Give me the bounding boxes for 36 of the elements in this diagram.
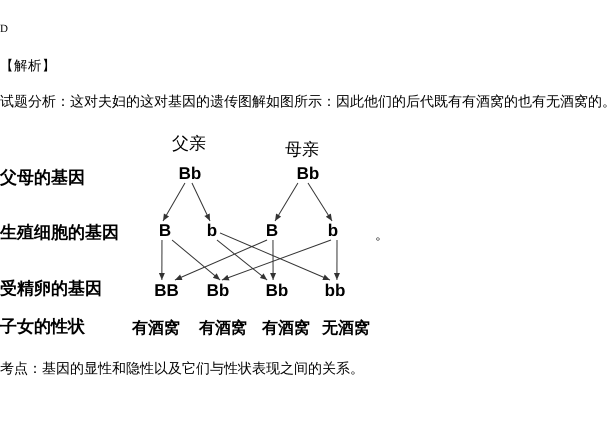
key-point-text: 考点：基因的显性和隐性以及它们与性状表现之间的关系。: [0, 362, 364, 376]
analysis-text: 试题分析：这对夫妇的这对基因的遗传图解如图所示：因此他们的后代既有有酒窝的也有无酒窝的。: [0, 96, 616, 110]
row-label: 子女的性状: [0, 319, 85, 336]
arrow: [191, 182, 210, 222]
phenotype-label: 有酒窝: [262, 320, 310, 336]
gamete-label: B: [264, 221, 280, 240]
gamete-label: b: [204, 221, 220, 240]
genotype-label: Bb: [294, 164, 322, 183]
genotype-label: Bb: [205, 280, 231, 300]
row-label: 父母的基因: [0, 170, 85, 187]
gamete-label: B: [157, 221, 173, 240]
answer-letter: D: [0, 24, 8, 35]
arrow: [270, 240, 276, 280]
arrow: [172, 240, 221, 280]
parent-label: 母亲: [285, 142, 319, 159]
arrow: [158, 240, 165, 280]
parent-label: 父亲: [172, 136, 206, 153]
arrow: [220, 232, 330, 280]
row-label: 受精卵的基因: [0, 281, 102, 298]
genotype-label: BB: [152, 280, 181, 300]
genotype-label: bb: [323, 280, 347, 300]
section-heading: 【解析】: [0, 60, 56, 74]
arrow: [221, 240, 332, 280]
arrow: [174, 240, 268, 280]
period-mark: 。: [375, 228, 389, 242]
arrow: [216, 240, 268, 280]
arrow: [162, 182, 186, 222]
phenotype-label: 有酒窝: [132, 320, 180, 336]
phenotype-label: 有酒窝: [199, 320, 247, 336]
phenotype-label: 无酒窝: [322, 320, 370, 336]
genotype-label: Bb: [176, 164, 204, 183]
arrow: [274, 182, 298, 222]
genotype-label: Bb: [264, 280, 290, 300]
gamete-label: b: [325, 221, 341, 240]
arrow: [334, 240, 340, 280]
arrow: [308, 182, 333, 222]
